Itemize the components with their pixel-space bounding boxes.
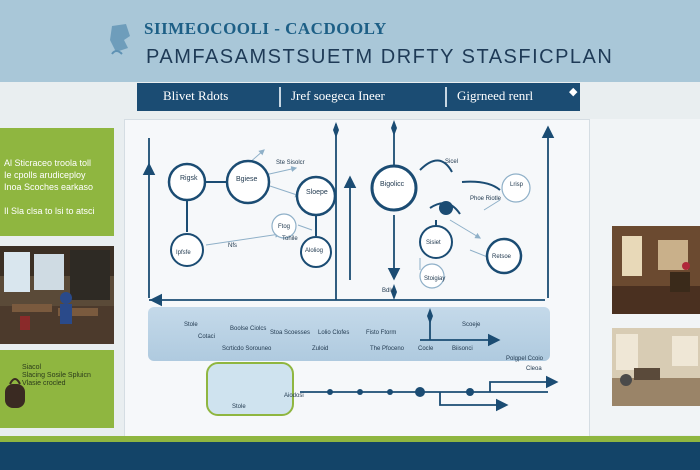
node-label: Aloliog [305,248,323,254]
lane-label: Stole [232,404,246,410]
nav-item-3[interactable]: Gigrneed renrl [457,88,534,103]
puzzle-logo-icon [110,24,130,55]
lane-label: The Pfoceno [370,346,405,352]
lane-label: Scrticdo Sorouneo [222,346,272,352]
hallway-photo [612,226,700,314]
node-label: Rigsk [180,175,198,182]
lane-label: Biisonci [452,346,473,352]
lounge-photo [612,328,700,406]
nav-separator [279,87,281,107]
panel-text: Il Sla clsa to lsi to atsci [4,206,95,216]
caption-text: Vlasie crocled [22,380,66,387]
panel-text: Al Sticraceo troola toll [4,158,92,168]
process-lane [148,307,550,361]
lane-labels: Stole Cotaci Boolse Ciolcs Stoa Scoesses… [184,322,544,410]
panel-text: Inoa Scoches earkaso [4,182,94,192]
lane-label: Stole [184,322,198,328]
intro-text-panel: Al Sticraceo troola toll Ie cpolls arudi… [0,128,114,236]
page-header: SIIMEOCOOLI - CACDOOLY PAMFASAMSTSUETM D… [0,0,700,82]
nav-bar: Blivet Rdots Jref soegeca Ineer ◆ Gigrne… [137,83,580,111]
lane-label: Lolio Clofes [318,330,349,336]
node-label: Ste Sisolcr [276,160,305,166]
node-label: Bgiese [236,176,258,183]
caption-panel: Siacol Slacing Sosile Spluicn Vlasie cro… [0,350,114,428]
lane-label: Cleoa [526,366,542,372]
node-label: Sisiet [426,240,441,246]
diamond-icon: ◆ [569,86,578,98]
node-label: Retsoe [492,254,512,260]
panel-text: Ie cpolls arudiceploy [4,170,86,180]
lane-label: Cocle [418,346,434,352]
caption-text: Slacing Sosile Spluicn [22,372,91,379]
flow-nodes [327,308,474,397]
node-label: Lrisp [510,182,524,188]
nav-separator [445,87,447,107]
start-bubble [206,362,294,416]
lane-label: Boolse Ciolcs [230,326,266,332]
node-label: Nfs [228,243,237,249]
frame-diamonds [333,120,397,300]
nav-item-2[interactable]: Jref soegeca Ineer [291,88,385,103]
footer-bar [0,442,700,470]
lane-label: Scoeje [462,322,481,328]
lane-label: Stoa Scoesses [270,330,310,336]
nav-item-1[interactable]: Blivet Rdots [163,88,229,103]
node-label: Sloepe [306,189,328,196]
lane-label: Fisto Ftorm [366,330,396,336]
lane-label: Cotaci [198,334,215,340]
light-links [205,149,502,270]
node-label: Stoigiay [424,276,445,282]
caption-text: Siacol [22,364,42,371]
lane-label: Polgpel Ccoio [506,356,544,362]
node-label: Bigolicc [380,181,405,188]
footer-accent [0,436,700,442]
node-label: Sicel [445,159,458,165]
lane-label: Zuloid [312,346,328,352]
node-label: Bdlo [382,288,395,294]
frame-connectors [142,124,555,307]
node-label: Phoe Riotle [470,196,502,202]
lane-label: Aiodosi [284,393,304,399]
page-title: SIIMEOCOOLI - CACDOOLY [144,19,387,38]
bag-icon [5,378,25,408]
node-label: Tohile [282,236,298,242]
node-label: Ipfsfe [176,250,191,256]
page-subtitle: PAMFASAMSTSUETM DRFTY STASFICPLAN [146,46,614,68]
node-circles [167,159,531,289]
node-label: Ftog [278,224,290,230]
classroom-photo [0,246,114,344]
